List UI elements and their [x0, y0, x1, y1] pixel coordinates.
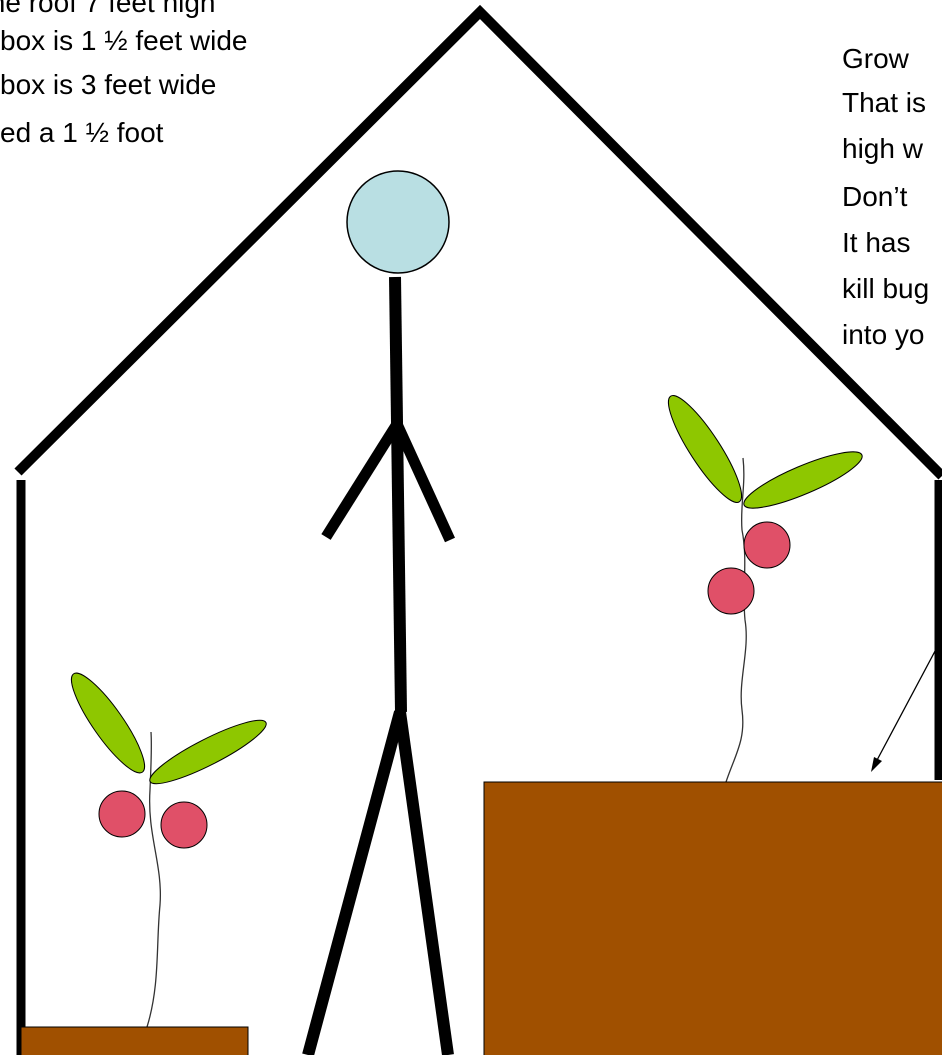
large-plant-fruit-upper — [744, 522, 790, 568]
left-note: the roof 7 feet high box is 1 ½ feet wid… — [0, 0, 247, 148]
right-note-line-2: That is — [842, 87, 926, 118]
annotation-arrow — [871, 638, 942, 772]
right-note: Grow That is high w Don’t It has kill bu… — [842, 43, 929, 350]
small-plant-left-leaf — [61, 665, 154, 781]
large-planter — [484, 388, 942, 1055]
stick-figure-body — [395, 277, 401, 712]
right-note-line-4: Don’t — [842, 181, 908, 212]
small-planter-box — [21, 1027, 248, 1055]
large-planter-box — [484, 782, 942, 1055]
large-plant-stem — [726, 458, 746, 782]
right-note-line-6: kill bug — [842, 273, 929, 304]
stick-figure-right-arm — [397, 424, 450, 540]
large-plant-fruit-lower — [708, 568, 754, 614]
left-note-line-2: box is 1 ½ feet wide — [0, 25, 247, 56]
right-note-line-7: into yo — [842, 319, 925, 350]
small-plant-fruit-right — [161, 802, 207, 848]
stick-figure-head — [347, 171, 449, 273]
right-note-line-5: It has — [842, 227, 910, 258]
left-note-line-4: ed a 1 ½ foot — [0, 117, 164, 148]
stick-figure-left-arm — [326, 424, 397, 537]
large-plant-right-leaf — [739, 442, 868, 518]
left-note-line-3: box is 3 feet wide — [0, 69, 216, 100]
stick-figure-left-leg — [308, 712, 400, 1055]
small-plant-right-leaf — [144, 711, 272, 793]
stick-figure-right-leg — [400, 712, 448, 1055]
large-plant-left-leaf — [658, 388, 752, 510]
right-note-line-1: Grow — [842, 43, 910, 74]
right-note-line-3: high w — [842, 133, 924, 164]
small-planter — [21, 665, 272, 1055]
annotation-arrow-line — [876, 638, 942, 762]
left-note-line-1: the roof 7 feet high — [0, 0, 216, 18]
small-plant-fruit-left — [99, 791, 145, 837]
stick-figure — [308, 171, 450, 1055]
annotation-arrow-head — [871, 757, 882, 772]
